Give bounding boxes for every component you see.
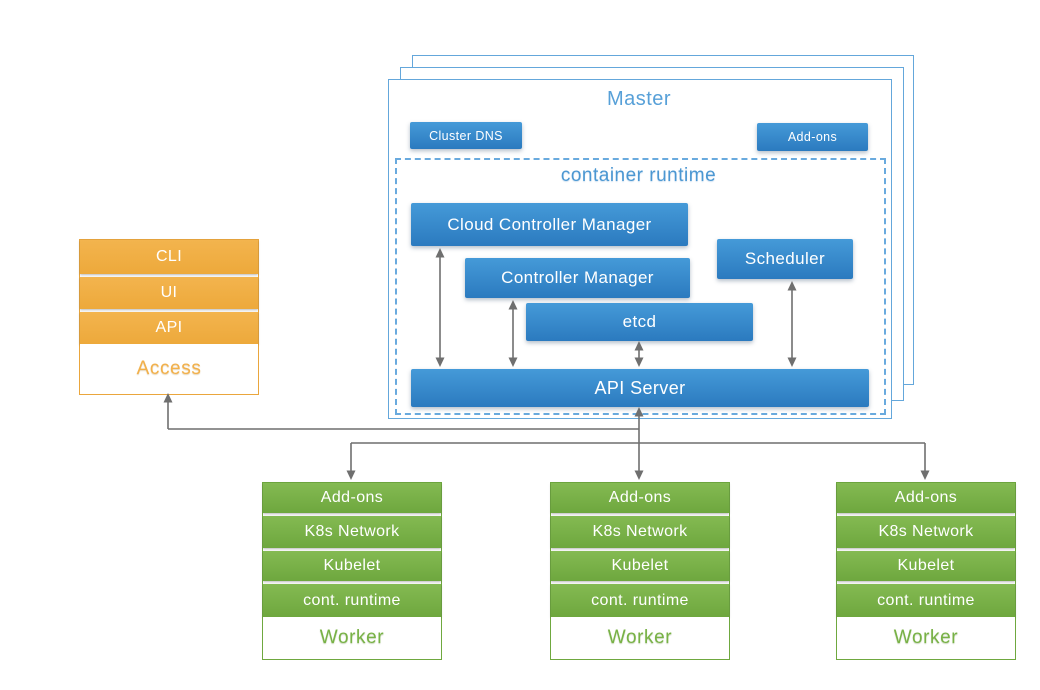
worker1-addons: Add-ons	[263, 483, 441, 513]
worker2-label: Worker	[551, 617, 729, 659]
worker2-kubelet: Kubelet	[551, 551, 729, 581]
access-item-ui: UI	[80, 277, 258, 309]
worker1-cont-runtime: cont. runtime	[263, 584, 441, 617]
worker1-label: Worker	[263, 617, 441, 659]
worker3-addons: Add-ons	[837, 483, 1015, 513]
worker-node-2: Add-ons K8s Network Kubelet cont. runtim…	[550, 482, 730, 660]
api-server-box: API Server	[411, 369, 869, 407]
worker3-kubelet: Kubelet	[837, 551, 1015, 581]
access-label: Access	[80, 344, 258, 394]
container-runtime-title: container runtime	[560, 165, 717, 186]
worker1-kubelet: Kubelet	[263, 551, 441, 581]
worker3-label: Worker	[837, 617, 1015, 659]
worker-node-1: Add-ons K8s Network Kubelet cont. runtim…	[262, 482, 442, 660]
worker2-k8s-network: K8s Network	[551, 516, 729, 548]
master-addons-box: Add-ons	[757, 123, 868, 151]
worker3-k8s-network: K8s Network	[837, 516, 1015, 548]
worker2-cont-runtime: cont. runtime	[551, 584, 729, 617]
worker1-k8s-network: K8s Network	[263, 516, 441, 548]
etcd-box: etcd	[526, 303, 753, 341]
worker3-cont-runtime: cont. runtime	[837, 584, 1015, 617]
controller-manager-box: Controller Manager	[465, 258, 690, 298]
cloud-controller-manager-box: Cloud Controller Manager	[411, 203, 688, 246]
master-title: Master	[606, 88, 672, 110]
access-item-api: API	[80, 312, 258, 344]
worker2-addons: Add-ons	[551, 483, 729, 513]
worker-node-3: Add-ons K8s Network Kubelet cont. runtim…	[836, 482, 1016, 660]
access-item-cli: CLI	[80, 240, 258, 274]
scheduler-box: Scheduler	[717, 239, 853, 279]
cluster-dns-box: Cluster DNS	[410, 122, 522, 149]
access-stack: CLI UI API Access	[79, 239, 259, 395]
connector-api-server-to-workers	[346, 442, 930, 480]
